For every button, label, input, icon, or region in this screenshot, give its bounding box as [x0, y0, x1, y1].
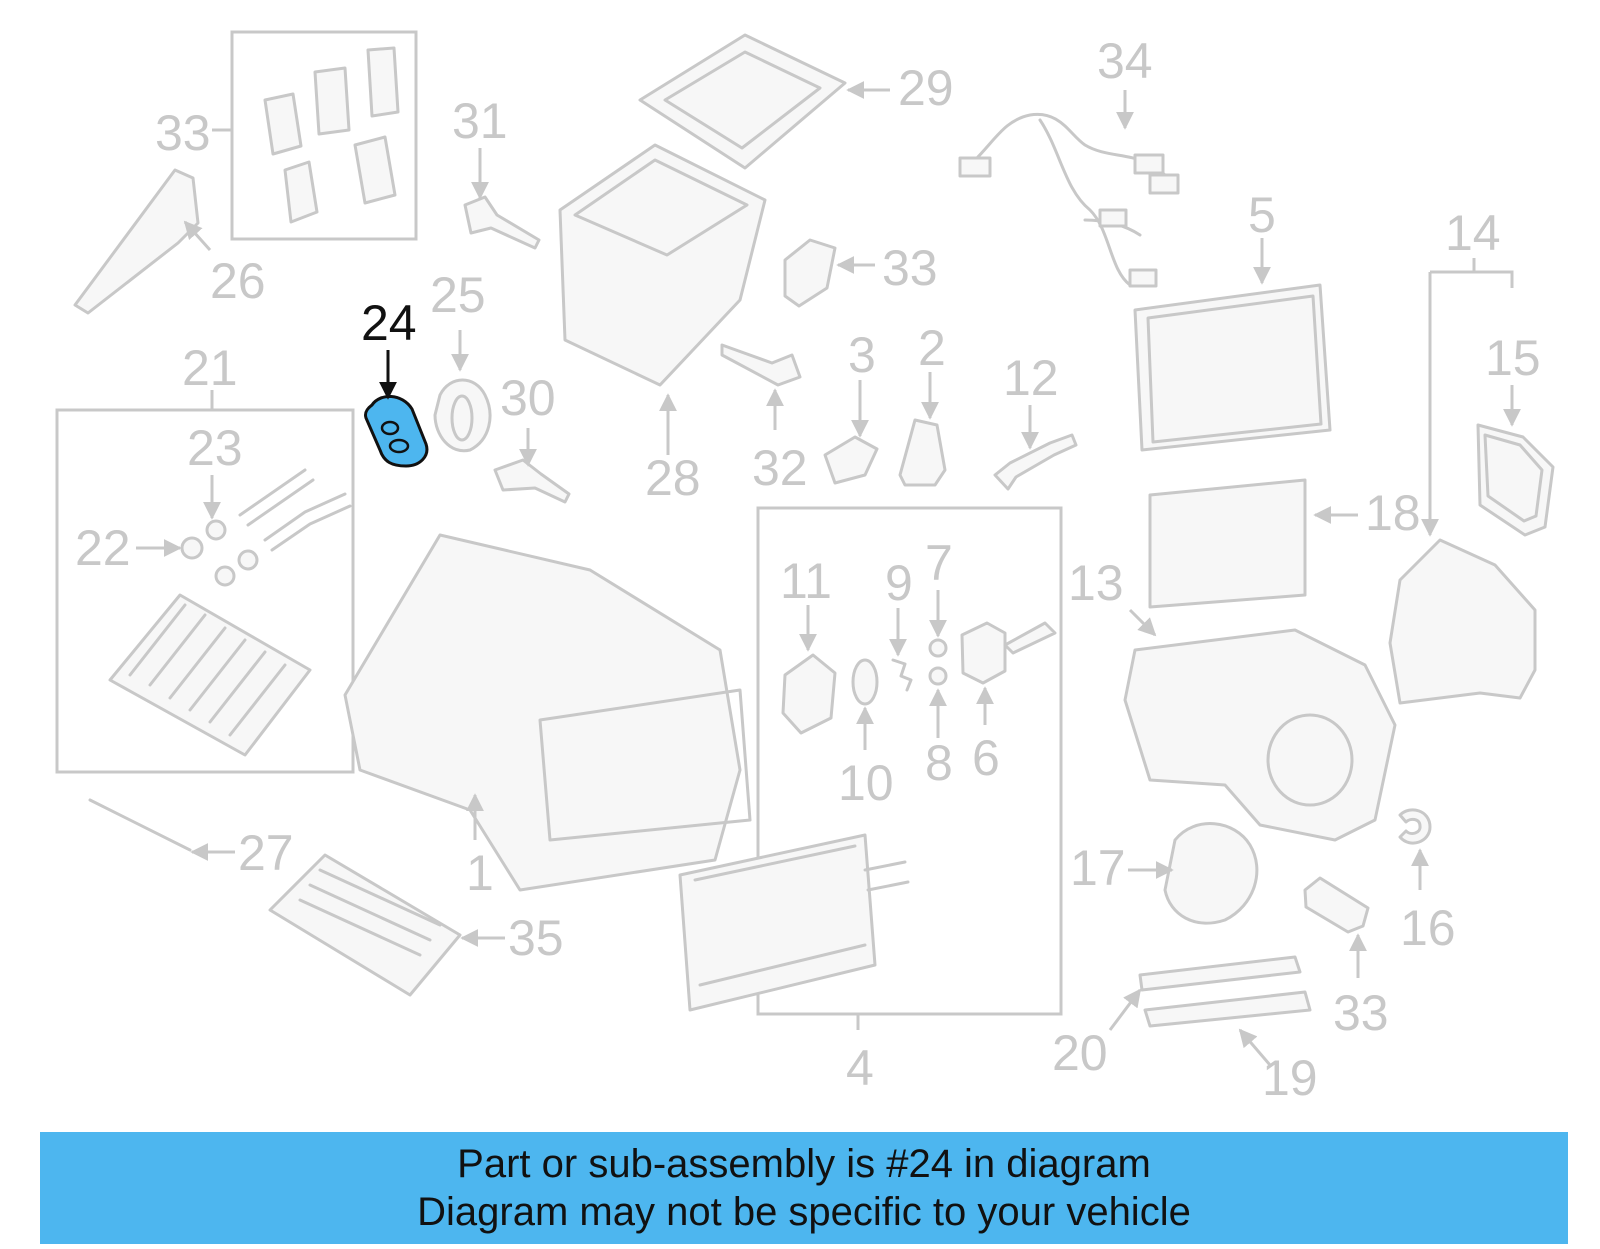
label-35: 35 — [508, 910, 564, 966]
label-29: 29 — [898, 60, 954, 116]
part-10-gasket — [851, 658, 879, 706]
label-30: 30 — [500, 370, 556, 426]
part-25 — [433, 378, 492, 453]
label-33-top: 33 — [155, 105, 211, 161]
part-6-expansion-valve — [960, 621, 1057, 685]
label-22: 22 — [75, 520, 131, 576]
part-33c-actuator — [1303, 876, 1370, 934]
label-27: 27 — [238, 825, 294, 881]
label-15: 15 — [1485, 330, 1541, 386]
part-32-sensor — [720, 343, 802, 387]
label-25: 25 — [430, 267, 486, 323]
part-33-actuators — [263, 46, 400, 224]
label-5: 5 — [1248, 187, 1276, 243]
group-box-4 — [756, 506, 1063, 1016]
part-11-block — [781, 653, 837, 735]
label-34: 34 — [1097, 33, 1153, 89]
part-24-highlighted[interactable] — [364, 395, 429, 468]
part-13-blower-housing — [1123, 628, 1397, 842]
part-12-bolt — [993, 433, 1078, 491]
lead-26 — [183, 220, 212, 251]
group-box-21 — [55, 408, 355, 774]
part-17-blower-motor — [1163, 822, 1259, 925]
banner-line-part: Part or sub-assembly is #24 in diagram — [457, 1142, 1151, 1186]
part-1-lower-housing — [343, 533, 742, 892]
label-32: 32 — [752, 440, 808, 496]
part-14-housing — [1388, 538, 1537, 705]
label-14: 14 — [1445, 205, 1501, 261]
part-16-clip — [1398, 808, 1432, 845]
label-18: 18 — [1365, 485, 1421, 541]
part-18-filter — [1148, 478, 1307, 609]
part-34-harness — [973, 112, 1167, 287]
label-12: 12 — [1003, 350, 1059, 406]
label-2: 2 — [918, 320, 946, 376]
label-20: 20 — [1052, 1025, 1108, 1081]
part-2-bracket — [898, 418, 947, 487]
part-4-evaporator — [678, 833, 877, 1012]
part-15-gasket — [1476, 423, 1555, 537]
label-10: 10 — [838, 755, 894, 811]
label-16: 16 — [1400, 900, 1456, 956]
part-21-heater-core — [108, 593, 312, 757]
label-8: 8 — [925, 735, 953, 791]
part-30-sensor — [493, 458, 571, 504]
part-3-valve — [823, 435, 879, 485]
label-4: 4 — [846, 1040, 874, 1096]
lead-13 — [1128, 608, 1157, 637]
label-6: 6 — [972, 730, 1000, 786]
part-22-23-seals — [180, 468, 352, 587]
part-5-filter — [1133, 283, 1332, 452]
label-24: 24 — [361, 295, 417, 351]
bracket-14 — [1430, 270, 1514, 288]
label-23: 23 — [187, 420, 243, 476]
part-26-linkage — [73, 168, 200, 315]
info-banner: Part or sub-assembly is #24 in diagram D… — [40, 1132, 1568, 1244]
label-11: 11 — [780, 553, 832, 609]
lead-20 — [1108, 988, 1142, 1031]
part-35-heater — [268, 853, 462, 997]
part-19-duct — [1143, 990, 1312, 1028]
label-33-mid: 33 — [882, 240, 938, 296]
label-31: 31 — [452, 93, 508, 149]
group-box-33 — [230, 30, 418, 241]
part-31-sensor — [463, 195, 541, 250]
part-20-duct — [1138, 955, 1302, 992]
label-19: 19 — [1262, 1050, 1318, 1106]
lead-19 — [1238, 1028, 1272, 1066]
part-7-oring — [928, 638, 948, 658]
label-9: 9 — [885, 555, 913, 611]
part-9-clip — [891, 658, 913, 692]
label-33-bottom: 33 — [1333, 985, 1389, 1041]
label-3: 3 — [848, 327, 876, 383]
banner-line-disclaimer: Diagram may not be specific to your vehi… — [417, 1190, 1191, 1234]
part-8-oring — [928, 666, 948, 686]
label-1: 1 — [466, 845, 494, 901]
part-27-rod — [88, 798, 192, 852]
label-21: 21 — [182, 340, 238, 396]
label-17: 17 — [1070, 840, 1126, 896]
label-26: 26 — [210, 253, 266, 309]
label-7: 7 — [925, 535, 953, 591]
part-33b-actuator — [783, 238, 837, 308]
label-28: 28 — [645, 450, 701, 506]
label-13: 13 — [1068, 555, 1124, 611]
part-29-cover — [638, 33, 847, 170]
part-28-upper-housing — [558, 143, 767, 387]
